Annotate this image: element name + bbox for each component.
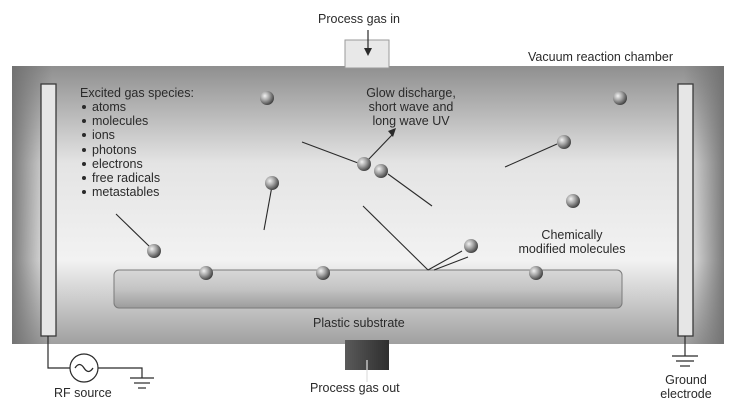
chemically-modified-label: Chemically modified molecules (492, 228, 652, 256)
gas-particles (147, 91, 627, 280)
gas-in-label: Process gas in (318, 12, 400, 26)
rf-ground-icon (130, 377, 154, 389)
gas-out-label: Process gas out (310, 381, 400, 395)
gas-in-pipe (344, 39, 390, 69)
species-item: molecules (80, 114, 194, 128)
particle-trajectories (115, 134, 558, 271)
ground-electrode-label: Ground electrode (648, 373, 724, 401)
rf-source-label: RF source (54, 386, 112, 400)
species-item: ions (80, 128, 194, 142)
plastic-substrate (113, 269, 623, 309)
uv-arrow-icon (388, 128, 396, 137)
substrate-label: Plastic substrate (313, 316, 405, 330)
species-item: electrons (80, 157, 194, 171)
species-item: photons (80, 143, 194, 157)
chem-line-2: modified molecules (518, 242, 626, 256)
rf-electrode (40, 83, 57, 337)
glow-line-2: short wave and (368, 100, 454, 114)
species-item: free radicals (80, 171, 194, 185)
ground-electrode (677, 83, 694, 337)
ground-line-2: electrode (660, 387, 712, 401)
species-list: Excited gas species: atoms molecules ion… (80, 86, 194, 199)
chamber-label: Vacuum reaction chamber (528, 50, 673, 64)
glow-line-3: long wave UV (372, 114, 450, 128)
species-item: metastables (80, 185, 194, 199)
ground-symbol-icon (672, 355, 698, 367)
species-item: atoms (80, 100, 194, 114)
glow-discharge-label: Glow discharge, short wave and long wave… (346, 86, 476, 128)
chem-line-1: Chemically (541, 228, 603, 242)
species-title: Excited gas species: (80, 86, 194, 100)
glow-line-1: Glow discharge, (366, 86, 456, 100)
ground-line-1: Ground (665, 373, 707, 387)
